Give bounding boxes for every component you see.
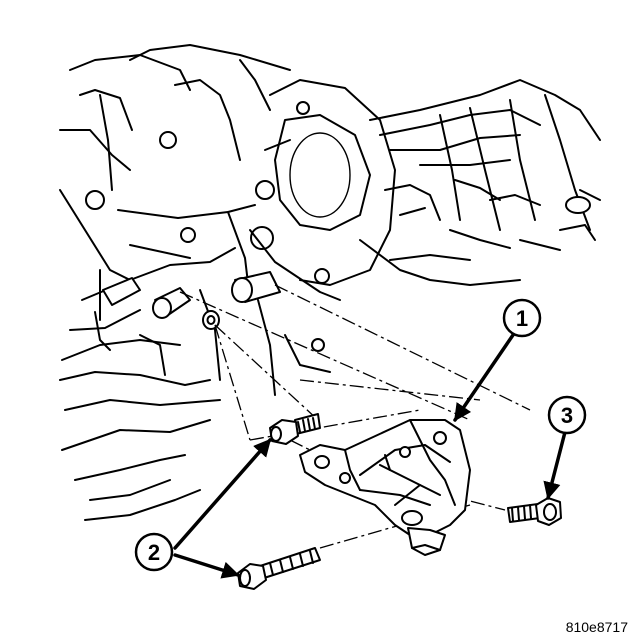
callout-1: 1 [502,298,542,338]
bolt-lower [237,547,321,590]
callout-2-label: 2 [148,540,160,565]
mount-bracket [299,419,471,556]
callout-2: 2 [134,532,174,572]
mount-studs [102,271,281,330]
bolt-upper [269,413,321,445]
engine-block-outline [59,44,601,521]
figure-id: 810e8717 [566,619,629,635]
leader-lines [173,333,567,579]
callout-3: 3 [547,395,587,435]
callout-3-label: 3 [561,403,573,428]
alignment-lines [179,284,531,549]
callout-1-label: 1 [516,306,528,331]
bolt-side [507,497,562,526]
